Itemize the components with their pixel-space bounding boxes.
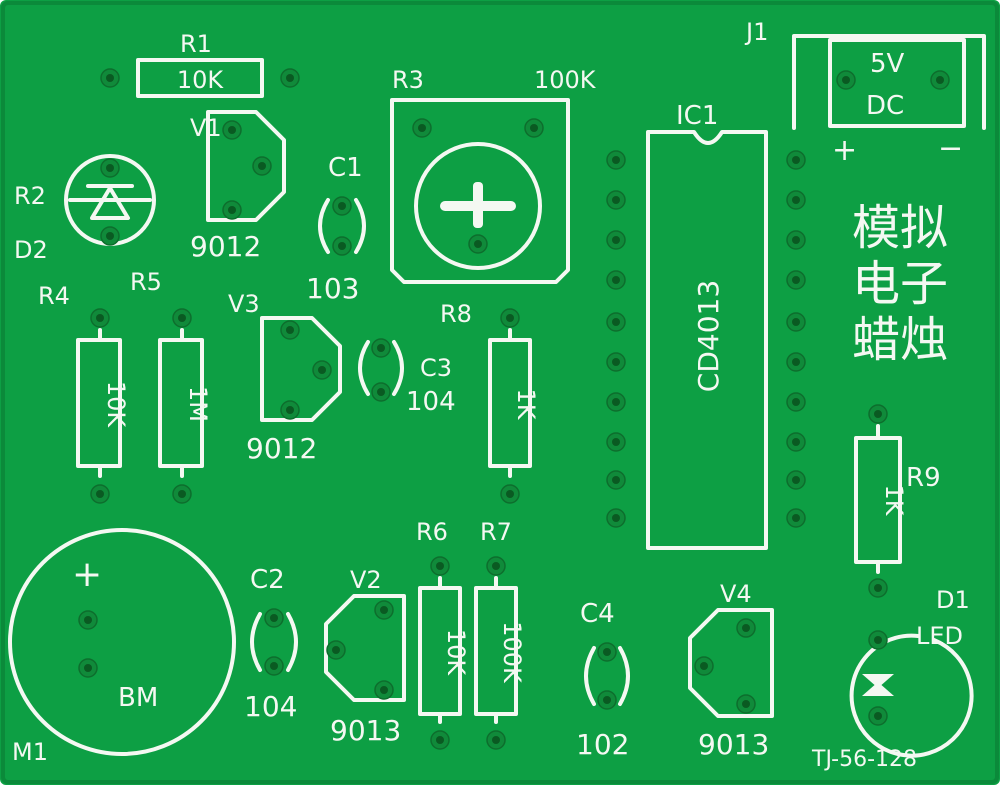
v1-transistor: V1 9012 — [190, 110, 286, 263]
j1-minus: − — [938, 131, 963, 166]
title-line-3: 蜡烛 — [852, 312, 948, 368]
v2-value: 9013 — [330, 714, 401, 747]
v1-value: 9012 — [190, 230, 261, 263]
v4-transistor: V4 9013 — [688, 580, 774, 761]
r3-ref: R3 — [392, 66, 424, 94]
v3-value: 9012 — [246, 432, 317, 465]
v2-ref: V2 — [350, 566, 382, 594]
board-title: 模拟 电子 蜡烛 — [852, 200, 948, 368]
m1-ref: M1 — [12, 738, 48, 766]
r1-resistor: R1 10K — [100, 30, 300, 98]
r1-value: 10K — [177, 66, 225, 94]
r6-resistor: R6 10K — [416, 518, 470, 750]
r8-value: 1K — [512, 388, 540, 420]
m1-buzzer: + BM M1 — [8, 528, 236, 766]
c3-value: 104 — [406, 387, 456, 417]
r4-ref: R4 — [38, 282, 70, 310]
r8-resistor: R8 1K — [440, 300, 540, 504]
title-line-2: 电子 — [852, 256, 948, 312]
r7-resistor: R7 100K — [474, 518, 526, 750]
j1-connector: J1 5V DC + − — [744, 18, 986, 168]
r4-value: 10K — [102, 381, 130, 429]
r6-ref: R6 — [416, 518, 448, 546]
j1-line2: DC — [866, 91, 904, 121]
c1-ref: C1 — [328, 153, 363, 183]
v4-value: 9013 — [698, 728, 769, 761]
v3-transistor: V3 9012 — [228, 290, 342, 465]
v1-ref: V1 — [190, 114, 222, 142]
r5-resistor: R5 1M — [130, 268, 212, 504]
m1-plus: + — [72, 554, 102, 595]
d1-ref: D1 — [936, 586, 970, 614]
r7-value: 100K — [498, 621, 526, 684]
c3-ref: C3 — [420, 354, 452, 382]
board-marking: TJ-56-128 — [811, 747, 917, 772]
j1-plus: + — [832, 133, 857, 168]
r3-value: 100K — [534, 66, 597, 94]
c2-capacitor: C2 104 — [244, 565, 298, 723]
title-line-1: 模拟 — [852, 200, 948, 256]
r9-value: 1K — [880, 484, 908, 516]
r6-value: 10K — [442, 629, 470, 677]
r5-value: 1M — [184, 386, 212, 422]
j1-line1: 5V — [870, 49, 905, 79]
ic1-ref: IC1 — [676, 101, 718, 131]
v2-transistor: V2 9013 — [324, 566, 406, 747]
r9-ref: R9 — [906, 463, 941, 493]
c2-ref: C2 — [250, 565, 285, 595]
ic1-value: CD4013 — [692, 280, 725, 392]
d1-led: D1 LED — [849, 586, 974, 758]
d1-value: LED — [916, 622, 963, 650]
r7-ref: R7 — [480, 518, 512, 546]
ic1-chip: IC1 CD4013 — [606, 101, 806, 550]
c4-value: 102 — [576, 728, 629, 761]
r4-resistor: R4 10K — [38, 282, 130, 504]
v3-ref: V3 — [228, 290, 260, 318]
v4-ref: V4 — [720, 580, 752, 608]
d2-diode: R2 D2 — [14, 154, 156, 264]
c1-value: 103 — [306, 272, 359, 305]
r5-ref: R5 — [130, 268, 162, 296]
j1-ref: J1 — [744, 18, 768, 46]
c4-capacitor: C4 102 — [576, 599, 630, 761]
r3-potentiometer: R3 100K — [390, 66, 597, 284]
c2-value: 104 — [244, 690, 297, 723]
c1-capacitor: C1 103 — [306, 153, 366, 305]
r1-ref: R1 — [180, 30, 212, 58]
d2-ref: D2 — [14, 236, 48, 264]
c4-ref: C4 — [580, 599, 615, 629]
m1-value: BM — [118, 683, 158, 713]
r8-ref: R8 — [440, 300, 472, 328]
r2-ref: R2 — [14, 182, 46, 210]
c3-capacitor: C3 104 — [358, 338, 456, 417]
r9-resistor: 1K R9 — [854, 404, 941, 598]
